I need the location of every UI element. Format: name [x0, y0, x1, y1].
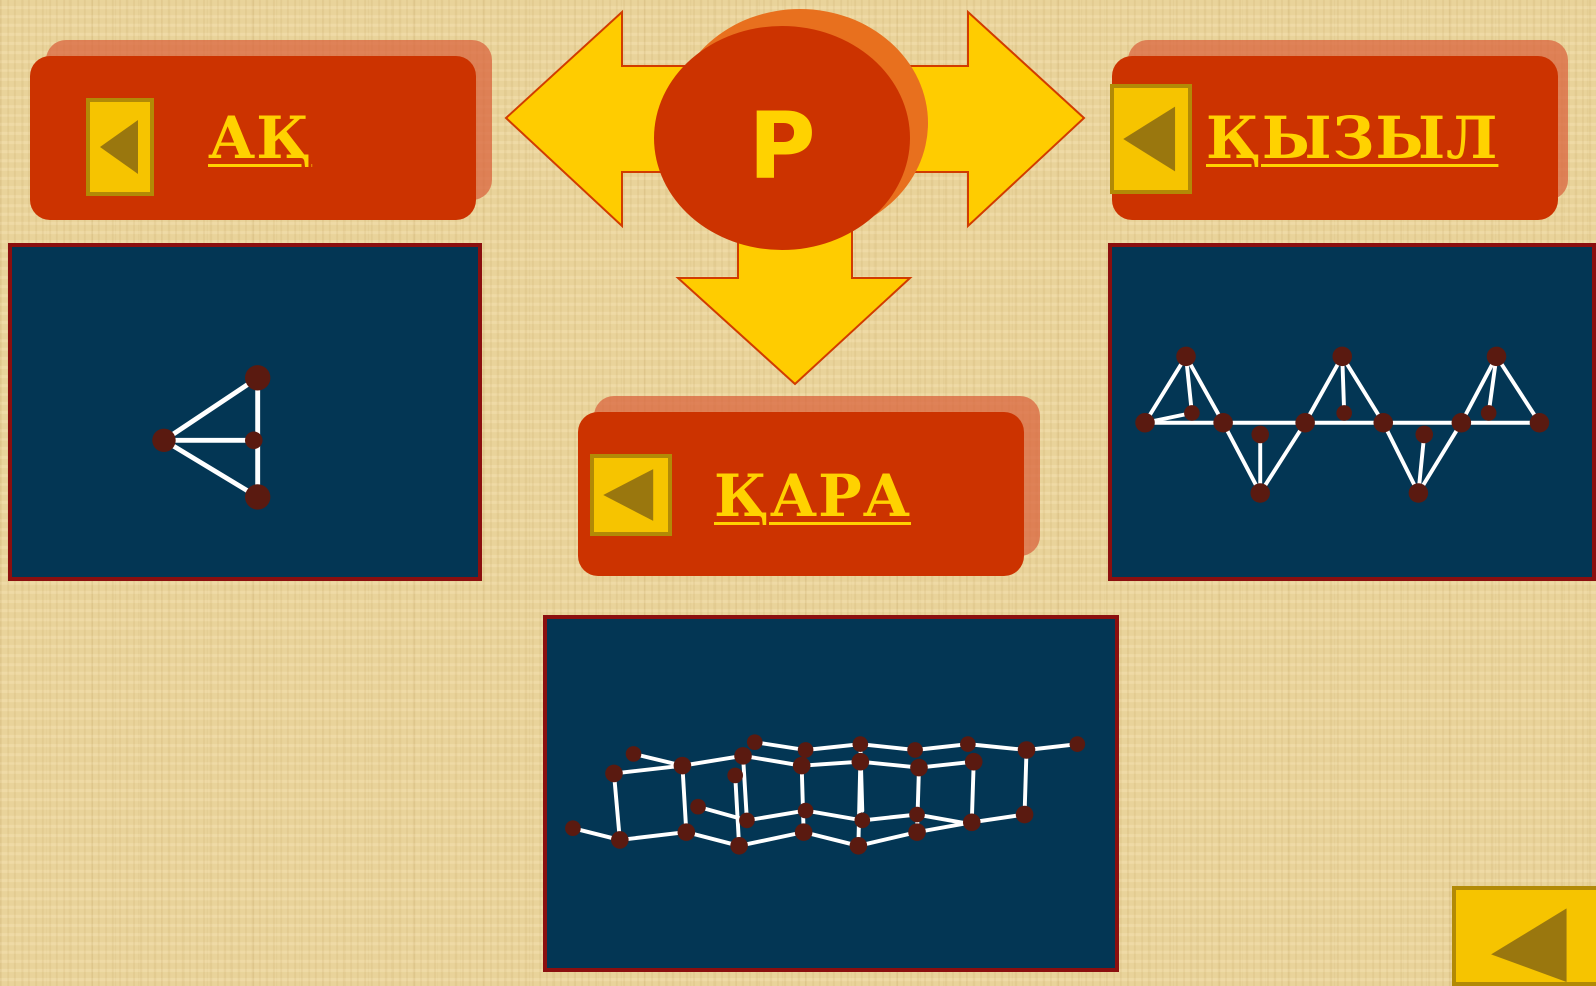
white-phosphorus-image [8, 243, 482, 581]
red-button-label[interactable]: ҚЫЗЫЛ [1206, 104, 1499, 172]
red-phosphorus-image [1108, 243, 1596, 581]
black-phosphorus-image [543, 615, 1119, 972]
black-button[interactable]: ҚАРА [578, 412, 1024, 576]
red-button[interactable]: ҚЫЗЫЛ [1110, 56, 1558, 220]
triangle-left-icon[interactable] [1452, 886, 1596, 986]
triangle-left-icon[interactable] [1110, 84, 1192, 194]
white-button[interactable]: АҚ [30, 56, 476, 220]
triangle-left-icon[interactable] [590, 454, 672, 536]
three-way-arrow-icon: P [504, 9, 1086, 386]
hub-letter: P [748, 93, 815, 200]
white-button-label[interactable]: АҚ [208, 104, 313, 172]
black-button-label[interactable]: ҚАРА [714, 462, 912, 530]
triangle-left-icon[interactable] [86, 98, 154, 196]
